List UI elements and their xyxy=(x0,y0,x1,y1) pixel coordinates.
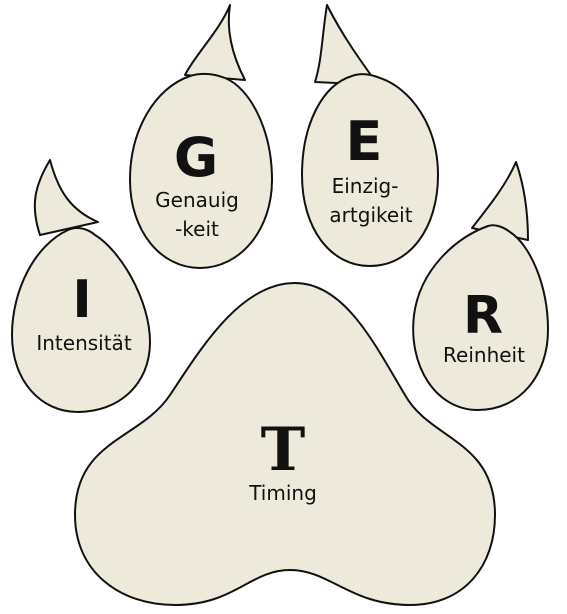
toe-label-uniqueness-line2: artgikeit xyxy=(329,203,412,227)
toe-label-accuracy-line2: -keit xyxy=(175,217,219,241)
toe-letter-g: G xyxy=(174,126,218,189)
toe-label-uniqueness-line1: Einzig- xyxy=(332,174,399,198)
toe-pad-intensity xyxy=(11,226,151,413)
heel-label-timing: Timing xyxy=(248,481,317,505)
claw-left xyxy=(33,159,99,236)
heel-letter-t: T xyxy=(261,415,306,485)
toe-pad-uniqueness xyxy=(301,73,439,267)
toe-pad-purity xyxy=(412,224,549,411)
toe-letter-e: E xyxy=(346,110,383,173)
toe-label-purity: Reinheit xyxy=(443,343,525,367)
heel-pad xyxy=(74,282,496,606)
claw-center-left xyxy=(184,4,246,81)
toe-label-accuracy-line1: Genauig xyxy=(155,188,239,212)
toe-pad-accuracy xyxy=(129,72,273,269)
toe-letter-r: R xyxy=(463,286,503,346)
toe-label-intensity: Intensität xyxy=(36,331,131,355)
toe-letter-i: I xyxy=(72,270,91,330)
claw-center-right xyxy=(314,4,379,86)
